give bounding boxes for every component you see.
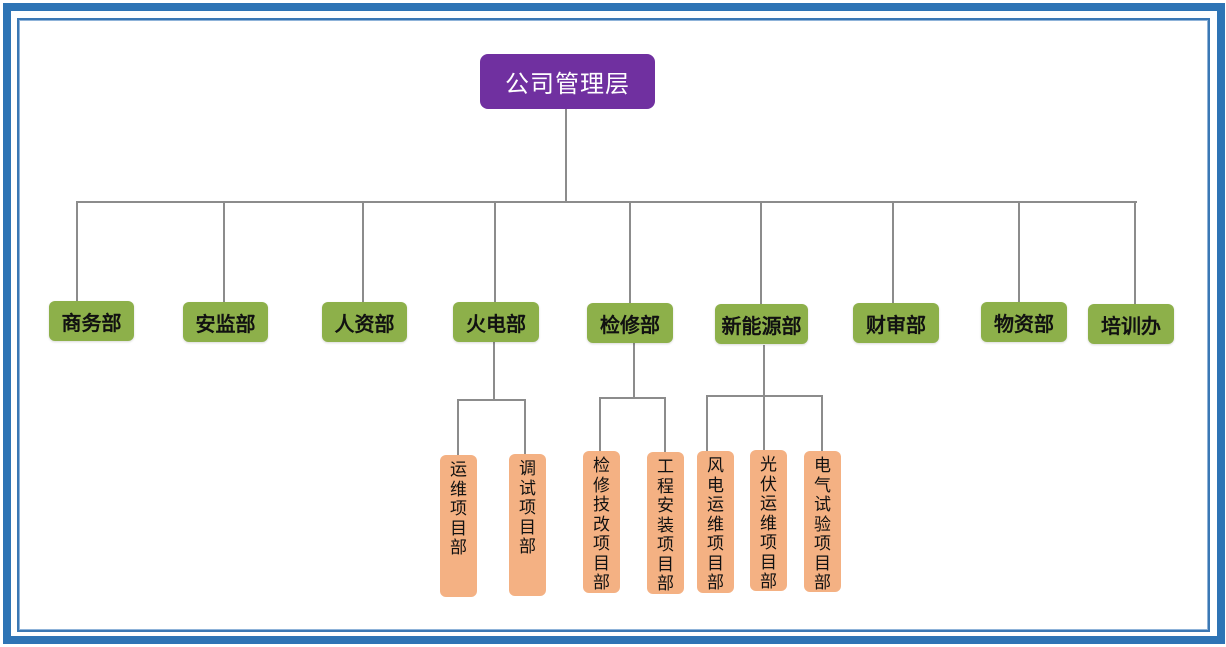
dept-materials[interactable]: 物资部 [981, 302, 1067, 342]
dept-bus [76, 201, 1137, 203]
sub-unit-char: 运 [760, 494, 777, 514]
thermal-stem [493, 342, 495, 400]
sub-unit-label: 检修技改项目部 [593, 456, 610, 594]
newenergy-bus [706, 395, 823, 397]
dept-commerce[interactable]: 商务部 [49, 301, 134, 341]
dept-maintenance[interactable]: 检修部 [587, 303, 673, 343]
sub-unit-char: 改 [593, 514, 610, 535]
sub-unit-char: 部 [657, 574, 674, 594]
maintenance-drop-1 [599, 397, 601, 452]
sub-unit-char: 目 [814, 553, 831, 574]
dept-drop-1 [76, 201, 78, 302]
inner-frame [17, 18, 1210, 632]
sub-unit-char: 项 [760, 533, 777, 553]
dept-drop-6 [760, 201, 762, 305]
sub-unit-char: 运 [707, 495, 724, 515]
sub-unit-om-project[interactable]: 运维项目部 [440, 455, 477, 597]
newenergy-drop-3 [821, 395, 823, 451]
dept-drop-5 [629, 201, 631, 304]
sub-unit-char: 项 [593, 534, 610, 554]
sub-unit-char: 项 [450, 499, 467, 519]
sub-unit-char: 项 [519, 498, 536, 518]
dept-training-office[interactable]: 培训办 [1088, 304, 1174, 344]
dept-finance-audit[interactable]: 财审部 [853, 303, 939, 343]
root-stem [565, 109, 567, 202]
sub-unit-char: 工 [657, 457, 674, 477]
root-node-company-management[interactable]: 公司管理层 [480, 54, 655, 109]
sub-unit-wind-om-project[interactable]: 风电运维项目部 [697, 451, 734, 593]
dept-new-energy[interactable]: 新能源部 [715, 304, 808, 344]
sub-unit-char: 目 [657, 554, 674, 575]
sub-unit-char: 目 [519, 517, 536, 538]
sub-unit-pv-om-project[interactable]: 光伏运维项目部 [750, 450, 787, 593]
sub-unit-char: 试 [814, 495, 831, 515]
dept-drop-2 [223, 201, 225, 304]
dept-human-resources[interactable]: 人资部 [322, 302, 407, 342]
thermal-drop-2 [524, 399, 526, 455]
sub-unit-label: 风电运维项目部 [707, 456, 724, 594]
dept-safety-supervision[interactable]: 安监部 [183, 302, 268, 342]
dept-drop-9 [1134, 201, 1136, 305]
sub-unit-char: 试 [519, 478, 536, 499]
sub-unit-char: 伏 [760, 474, 777, 495]
sub-unit-char: 部 [814, 573, 831, 593]
sub-unit-char: 电 [707, 475, 724, 496]
sub-unit-char: 风 [707, 456, 724, 476]
sub-unit-label: 工程安装项目部 [657, 457, 674, 595]
sub-unit-char: 装 [657, 515, 674, 536]
dept-drop-7 [892, 201, 894, 304]
sub-unit-char: 部 [707, 573, 724, 593]
thermal-drop-1 [457, 399, 459, 456]
newenergy-stem [763, 345, 765, 452]
dept-thermal-power[interactable]: 火电部 [453, 302, 539, 342]
sub-unit-char: 维 [450, 479, 467, 500]
thermal-bus [457, 399, 525, 401]
sub-unit-char: 安 [657, 496, 674, 516]
sub-unit-char: 技 [593, 495, 610, 515]
sub-unit-char: 光 [760, 455, 777, 475]
sub-unit-char: 项 [814, 534, 831, 554]
outer-frame [3, 3, 1225, 644]
sub-unit-label: 电气试验项目部 [814, 456, 831, 594]
sub-unit-char: 目 [760, 552, 777, 573]
sub-unit-char: 维 [707, 514, 724, 535]
sub-unit-char: 电 [814, 456, 831, 476]
sub-unit-maintenance-retrofit-project[interactable]: 检修技改项目部 [583, 451, 620, 593]
sub-unit-char: 修 [593, 475, 610, 496]
sub-unit-char: 部 [450, 538, 467, 558]
sub-unit-char: 项 [657, 535, 674, 555]
sub-unit-char: 运 [450, 460, 467, 480]
sub-unit-char: 部 [760, 572, 777, 592]
sub-unit-commissioning-project[interactable]: 调试项目部 [509, 454, 546, 596]
sub-unit-label: 调试项目部 [519, 459, 536, 558]
sub-unit-electrical-test-project[interactable]: 电气试验项目部 [804, 451, 841, 594]
dept-drop-3 [362, 201, 364, 304]
maintenance-drop-2 [664, 397, 666, 454]
sub-unit-char: 目 [593, 553, 610, 574]
newenergy-drop-1 [706, 395, 708, 452]
sub-unit-label: 光伏运维项目部 [760, 455, 777, 593]
sub-unit-char: 检 [593, 456, 610, 476]
dept-drop-4 [494, 201, 496, 304]
sub-unit-char: 调 [519, 459, 536, 479]
sub-unit-engineering-installation-project[interactable]: 工程安装项目部 [647, 452, 684, 594]
sub-unit-char: 部 [593, 573, 610, 593]
dept-drop-8 [1018, 201, 1020, 304]
sub-unit-char: 目 [707, 553, 724, 574]
sub-unit-char: 维 [760, 513, 777, 534]
sub-unit-char: 部 [519, 537, 536, 557]
maintenance-stem [633, 343, 635, 398]
maintenance-bus [599, 397, 665, 399]
sub-unit-char: 项 [707, 534, 724, 554]
sub-unit-char: 验 [814, 514, 831, 535]
sub-unit-char: 气 [814, 475, 831, 496]
sub-unit-char: 程 [657, 476, 674, 497]
sub-unit-char: 目 [450, 518, 467, 539]
sub-unit-label: 运维项目部 [450, 460, 467, 559]
